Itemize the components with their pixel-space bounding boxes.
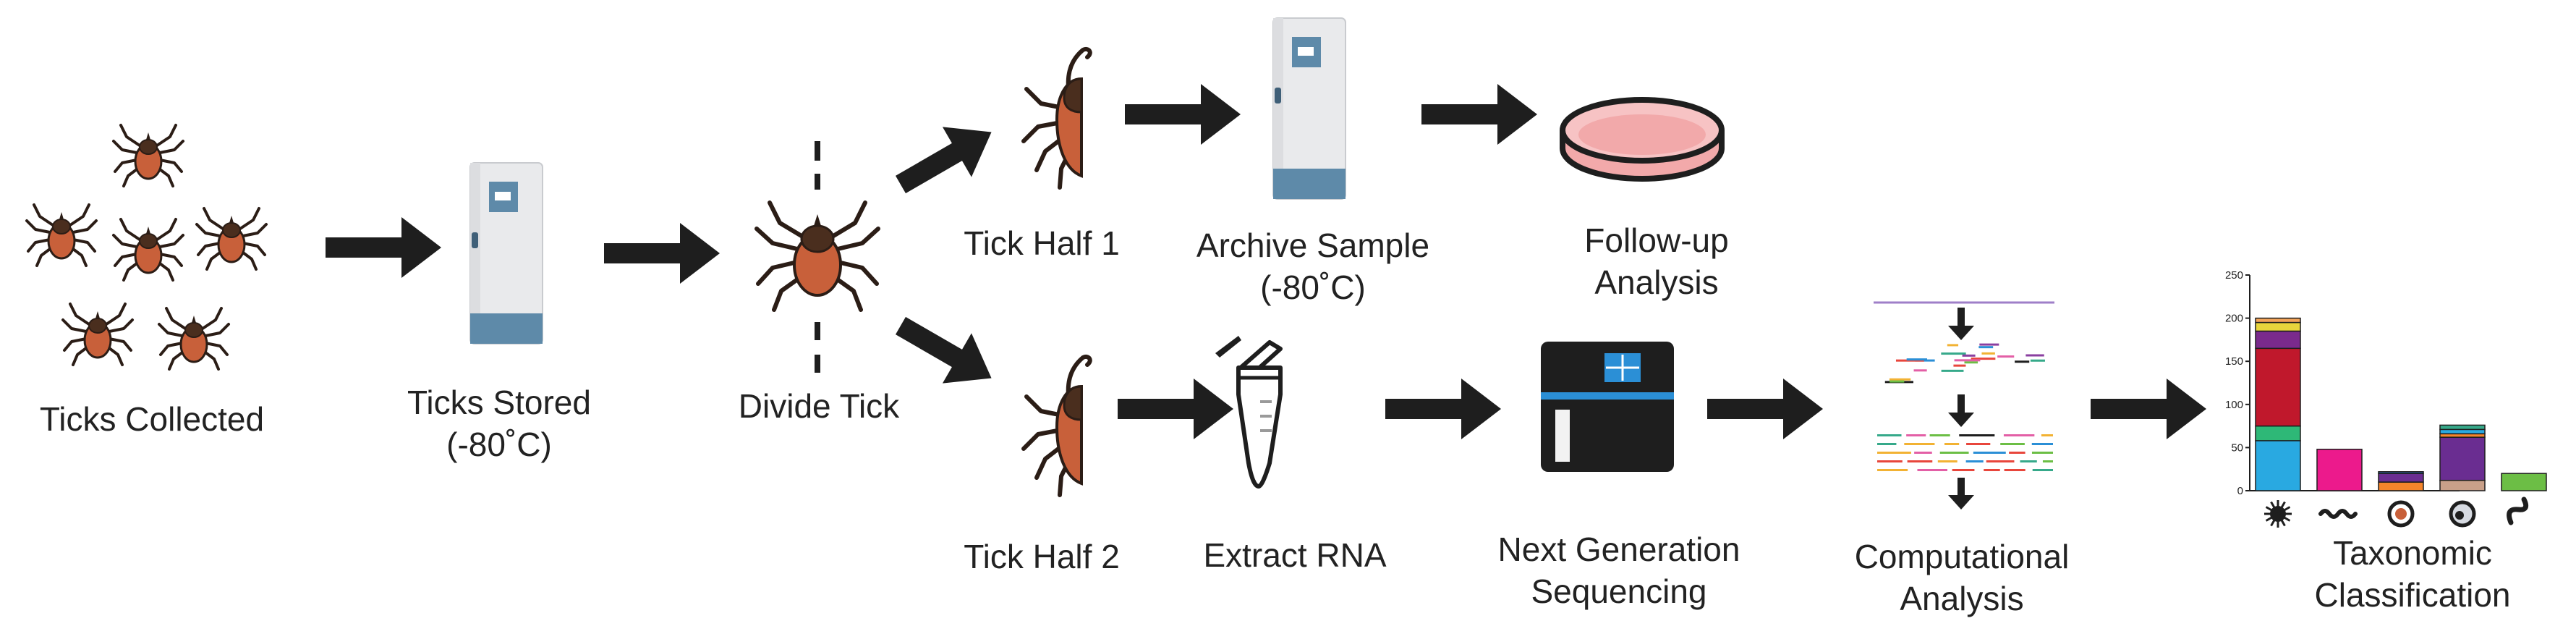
bar-segment — [2255, 330, 2301, 350]
bar-segment — [2501, 473, 2547, 491]
sequencer-icon — [1541, 342, 1674, 472]
bar-segment — [2378, 473, 2424, 483]
label-extract-rna: Extract RNA — [1203, 536, 1386, 574]
rna-tube-icon — [1215, 336, 1283, 489]
arrow-icon — [1421, 84, 1537, 145]
virus-icon — [2264, 500, 2292, 528]
fungi-icon — [2449, 500, 2476, 528]
tick-half-icon — [1024, 357, 1090, 495]
bar-segment — [2255, 317, 2301, 324]
y-tick-label: 0 — [2237, 485, 2243, 497]
label-followup: Follow-up — [1584, 221, 1728, 259]
arrow-icon — [1118, 379, 1233, 439]
label-computational: Computational — [1855, 538, 2070, 575]
label-ngs-sequencing: Sequencing — [1531, 572, 1707, 610]
arrow-icon — [896, 316, 992, 384]
bar-segment — [2255, 440, 2301, 491]
ticks-collected-cluster — [25, 124, 268, 371]
arrow-icon — [326, 217, 441, 278]
bar-segment — [2378, 481, 2424, 491]
label-archive-sample: Archive Sample — [1196, 227, 1429, 264]
label-computational-analysis: Analysis — [1900, 580, 2023, 617]
label-ticks-stored: Ticks Stored — [407, 384, 591, 421]
arrow-icon — [2091, 379, 2206, 439]
arrow-icon — [1707, 379, 1823, 439]
y-tick-label: 200 — [2225, 313, 2243, 325]
bar-segment — [2439, 436, 2486, 481]
tick-icon — [195, 207, 268, 271]
tick-icon — [112, 124, 184, 187]
y-tick-label: 50 — [2231, 441, 2243, 454]
bar-segment — [2255, 425, 2301, 441]
label-taxonomic-classification: Classification — [2315, 576, 2511, 614]
nematode-icon — [2507, 496, 2529, 525]
protist-icon — [2387, 500, 2415, 528]
arrow-down-icon — [1948, 308, 1974, 340]
taxonomic-bar-chart: 0 50 100 150 200 250 — [2225, 269, 2547, 528]
label-ticks-collected: Ticks Collected — [40, 400, 264, 438]
bar-segment — [2378, 471, 2424, 474]
label-archive-temp: (-80˚C) — [1260, 269, 1366, 306]
label-tick-half-2: Tick Half 2 — [964, 538, 1120, 575]
label-ngs: Next Generation — [1498, 531, 1740, 568]
bar-segment — [2439, 424, 2486, 431]
y-tick-label: 150 — [2225, 355, 2243, 368]
y-tick-label: 100 — [2225, 399, 2243, 411]
label-ticks-stored-temp: (-80˚C) — [446, 426, 552, 463]
arrow-icon — [1385, 379, 1501, 439]
label-tick-half-1: Tick Half 1 — [964, 224, 1120, 262]
tick-icon — [112, 218, 184, 282]
tick-icon — [158, 307, 230, 371]
freezer-icon — [469, 162, 543, 345]
divide-tick-group — [757, 141, 878, 373]
bar-segment — [2255, 321, 2301, 332]
petri-dish-icon — [1560, 97, 1725, 182]
bar-segment — [2316, 449, 2363, 491]
label-taxonomic: Taxonomic — [2333, 534, 2492, 572]
tick-icon — [25, 203, 98, 267]
label-followup-analysis: Analysis — [1594, 263, 1718, 301]
arrow-down-icon — [1948, 478, 1974, 510]
bacteria-icon — [2318, 509, 2358, 519]
y-tick-label: 250 — [2225, 269, 2243, 282]
bar-segment — [2255, 347, 2301, 427]
tick-icon — [61, 303, 134, 366]
arrow-icon — [1125, 84, 1241, 145]
arrow-icon — [896, 127, 992, 194]
freezer-icon — [1272, 17, 1346, 200]
bar-segment — [2439, 428, 2486, 435]
tick-half-icon — [1024, 49, 1090, 187]
arrow-down-icon — [1948, 394, 1974, 427]
tick-icon — [757, 203, 878, 310]
bar-segment — [2439, 479, 2486, 491]
arrow-icon — [604, 223, 720, 284]
label-divide-tick: Divide Tick — [739, 387, 900, 425]
sequence-reads-graphic — [1874, 301, 2054, 471]
